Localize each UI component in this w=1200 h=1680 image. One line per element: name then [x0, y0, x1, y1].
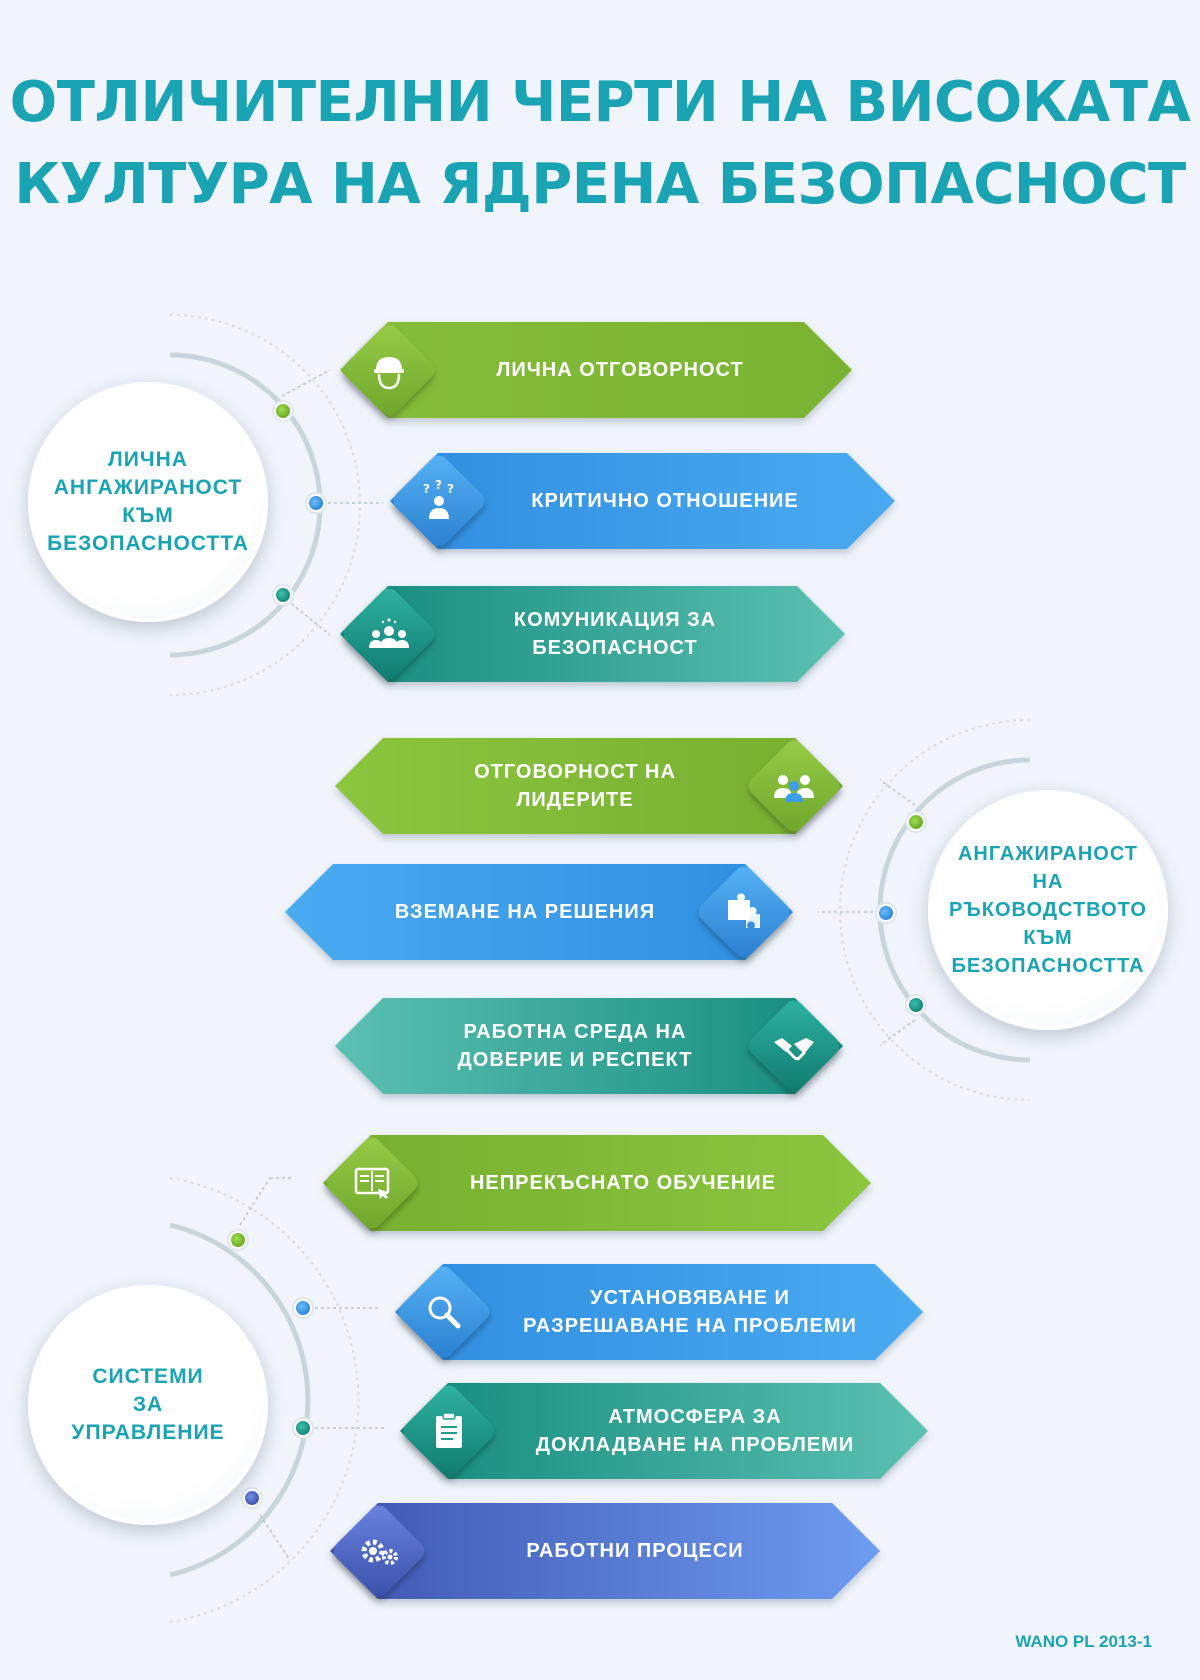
- trait-leader-responsibility: ОТГОВОРНОСТ НА ЛИДЕРИТЕ: [335, 736, 844, 836]
- group-label: ЛИЧНА АНГАЖИРАНОСТ КЪМ БЕЗОПАСНОСТТА: [47, 448, 249, 555]
- group3-arcs: [169, 1177, 385, 1623]
- group-label: СИСТЕМИ ЗА УПРАВЛЕНИЕ: [71, 1365, 225, 1444]
- book-icon: [337, 1148, 407, 1218]
- svg-text:?: ?: [447, 482, 454, 496]
- leader-group-icon: [759, 751, 829, 821]
- trait-label: УСТАНОВЯВАНЕ И РАЗРЕШАВАНЕ НА ПРОБЛЕМИ: [523, 1287, 857, 1337]
- magnifier-icon: [409, 1277, 479, 1347]
- trait-label: КОМУНИКАЦИЯ ЗА БЕЗОПАСНОСТ: [513, 609, 717, 659]
- trait-safety-communication: КОМУНИКАЦИЯ ЗА БЕЗОПАСНОСТ: [339, 584, 845, 684]
- trait-label: ВЗЕМАНЕ НА РЕШЕНИЯ: [394, 901, 656, 923]
- group-circle-management-systems: СИСТЕМИ ЗА УПРАВЛЕНИЕ: [28, 1285, 268, 1525]
- svg-text:?: ?: [435, 479, 442, 492]
- question-person-icon: ? ? ?: [404, 466, 474, 536]
- source-reference: WANO PL 2013-1: [1015, 1632, 1152, 1651]
- trait-problem-identification: УСТАНОВЯВАНЕ И РАЗРЕШАВАНЕ НА ПРОБЛЕМИ: [394, 1262, 923, 1362]
- trait-reporting-environment: АТМОСФЕРА ЗА ДОКЛАДВАНЕ НА ПРОБЛЕМИ: [399, 1381, 928, 1481]
- group-people-icon: [354, 599, 424, 669]
- trait-label: РАБОТНА СРЕДА НА ДОВЕРИЕ И РЕСПЕКТ: [457, 1021, 693, 1071]
- group-circle-management-commitment: АНГАЖИРАНОСТ НА РЪКОВОДСТВОТО КЪМ БЕЗОПА…: [928, 790, 1168, 1030]
- puzzle-icon: [709, 877, 779, 947]
- handshake-icon: [759, 1011, 829, 1081]
- group-circle-personal-commitment: ЛИЧНА АНГАЖИРАНОСТ КЪМ БЕЗОПАСНОСТТА: [28, 382, 268, 622]
- trait-label: ЛИЧНА ОТГОВОРНОСТ: [496, 359, 744, 381]
- clipboard-icon: [414, 1396, 484, 1466]
- trait-decision-making: ВЗЕМАНЕ НА РЕШЕНИЯ: [285, 862, 794, 962]
- trait-trust-environment: РАБОТНА СРЕДА НА ДОВЕРИЕ И РЕСПЕКТ: [335, 996, 844, 1096]
- trait-continuous-learning: НЕПРЕКЪСНАТО ОБУЧЕНИЕ: [322, 1133, 871, 1233]
- trait-label: ОТГОВОРНОСТ НА ЛИДЕРИТЕ: [474, 761, 676, 811]
- trait-label: НЕПРЕКЪСНАТО ОБУЧЕНИЕ: [469, 1172, 777, 1194]
- trait-work-processes: РАБОТНИ ПРОЦЕСИ: [329, 1501, 880, 1601]
- title-line-2: КУЛТУРА НА ЯДРЕНА БЕЗОПАСНОСТ: [14, 152, 1186, 217]
- gears-icon: [344, 1516, 414, 1586]
- group2-arcs: [818, 719, 1031, 1101]
- trait-questioning-attitude: ? ? ? КРИТИЧНО ОТНОШЕНИЕ: [389, 451, 895, 551]
- group-label: АНГАЖИРАНОСТ НА РЪКОВОДСТВОТО КЪМ БЕЗОПА…: [949, 843, 1147, 977]
- trait-label: АТМОСФЕРА ЗА ДОКЛАДВАНЕ НА ПРОБЛЕМИ: [535, 1406, 855, 1456]
- group1-arcs: [169, 314, 383, 696]
- trait-label: РАБОТНИ ПРОЦЕСИ: [526, 1540, 744, 1562]
- hard-hat-icon: [354, 335, 424, 405]
- title-line-1: ОТЛИЧИТЕЛНИ ЧЕРТИ НА ВИСОКАТА: [9, 70, 1191, 135]
- trait-label: КРИТИЧНО ОТНОШЕНИЕ: [531, 490, 799, 512]
- trait-personal-responsibility: ЛИЧНА ОТГОВОРНОСТ: [339, 320, 852, 420]
- page-title: ОТЛИЧИТЕЛНИ ЧЕРТИ НА ВИСОКАТА КУЛТУРА НА…: [0, 62, 1200, 226]
- svg-text:?: ?: [423, 482, 430, 496]
